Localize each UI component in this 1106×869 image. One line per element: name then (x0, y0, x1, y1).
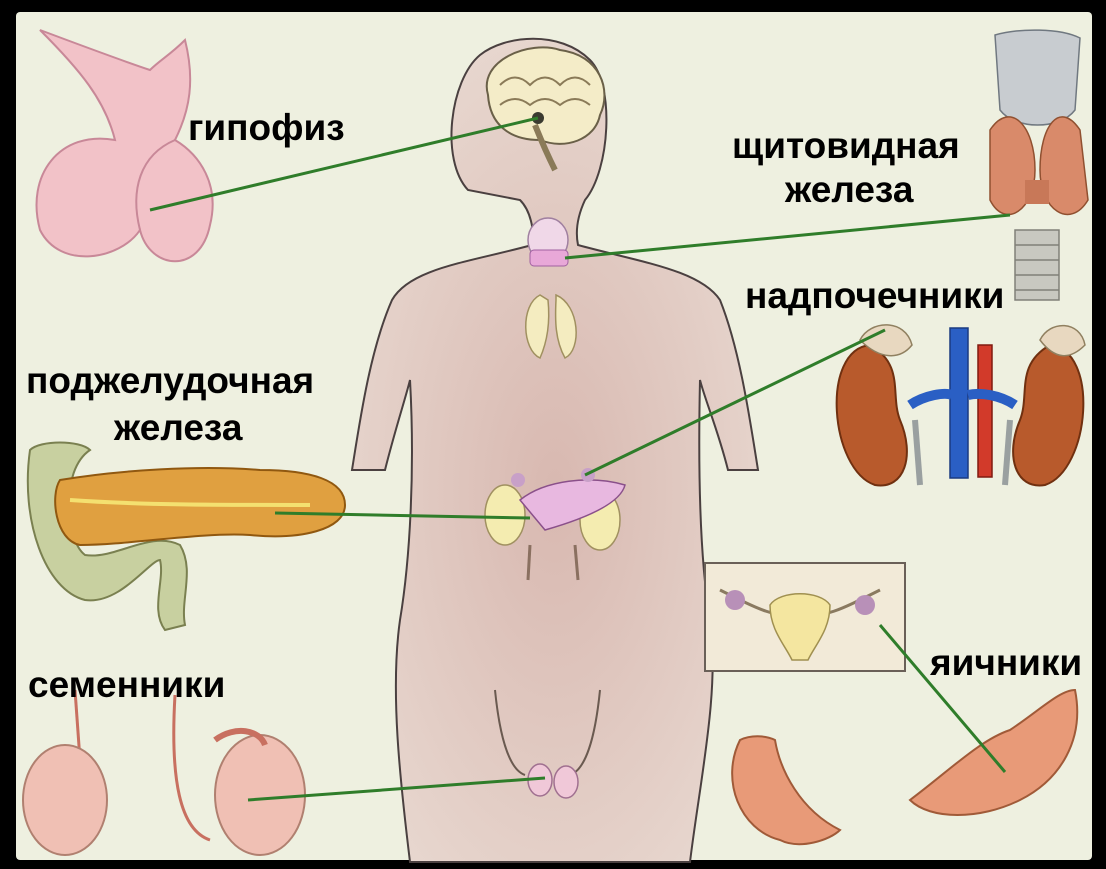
label-pituitary: гипофиз (188, 107, 345, 148)
label-pancreas-line2: железа (113, 407, 243, 448)
adrenal-kidney-illustration (837, 325, 1085, 486)
ovaries-inset (705, 563, 905, 671)
label-testes: семенники (28, 664, 225, 705)
label-ovaries: яичники (929, 642, 1082, 683)
label-thyroid-line2: железа (784, 169, 914, 210)
thyroid-in-body-icon (528, 218, 568, 266)
label-pancreas-line1: поджелудочная (26, 360, 314, 401)
label-adrenals: надпочечники (745, 275, 1004, 316)
label-thyroid-line1: щитовидная (732, 125, 960, 166)
